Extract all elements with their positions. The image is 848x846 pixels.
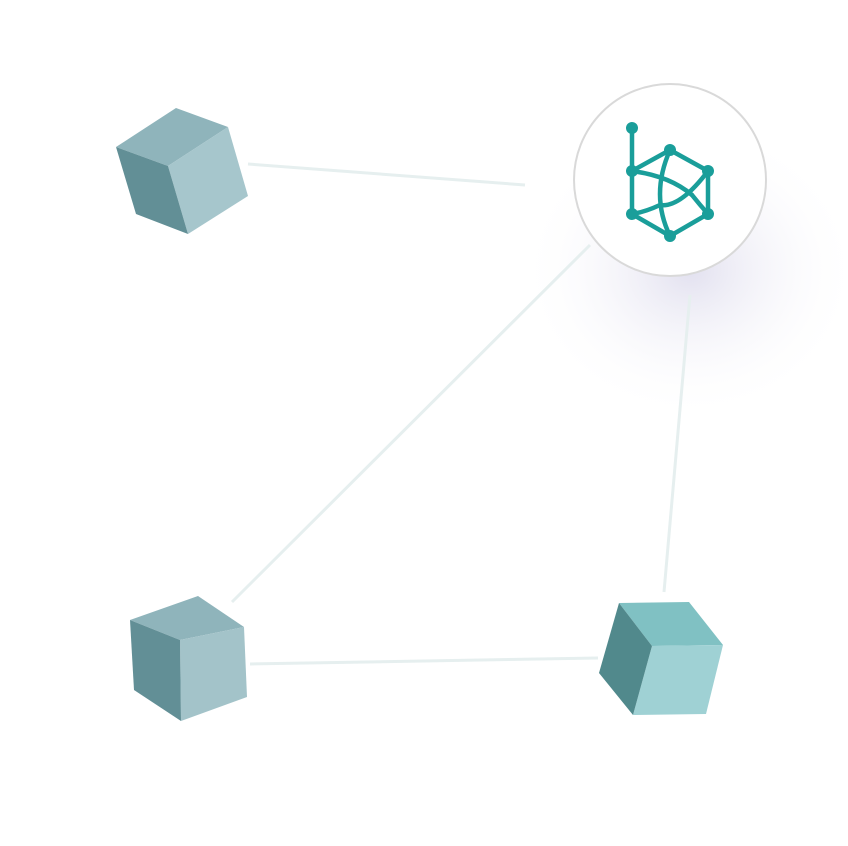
connectors [230, 162, 692, 666]
connector-bottom-left-to-bottom-right [249, 656, 599, 666]
cube-icon[interactable] [130, 596, 247, 721]
connector-top-left-to-hub [247, 162, 526, 187]
hexagon-network-logo-icon [626, 122, 714, 242]
hub-logo[interactable] [573, 83, 767, 277]
connector-hub-to-bottom-right [662, 294, 692, 593]
cube-icon[interactable] [599, 602, 723, 715]
connector-hub-to-bottom-left [230, 243, 592, 604]
cube-icon[interactable] [116, 108, 248, 234]
